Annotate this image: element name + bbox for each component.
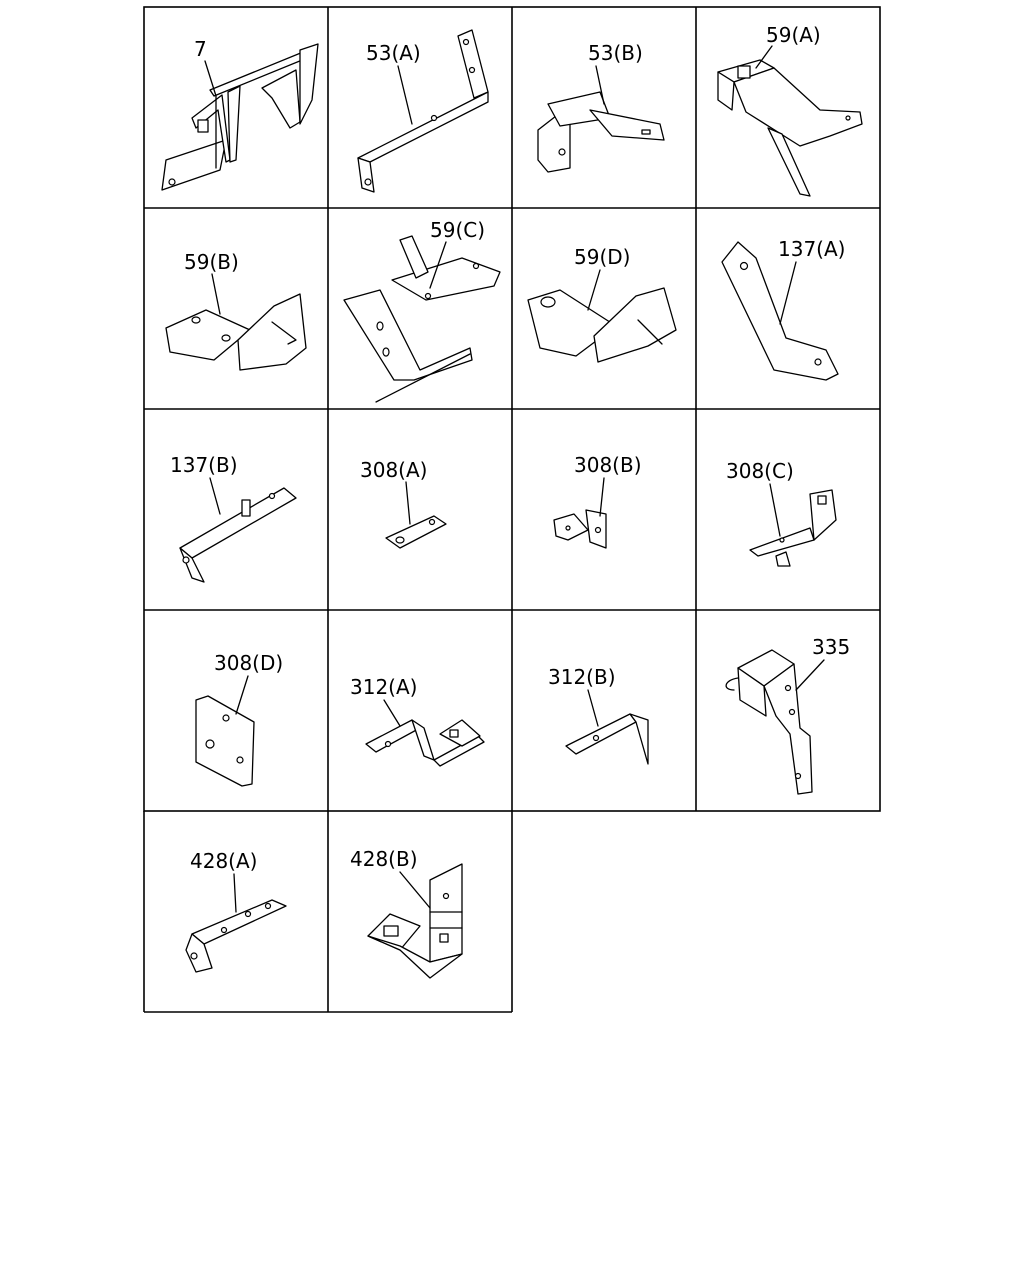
part-308d-drawing [195, 695, 255, 787]
part-59b-cell: 59(B) [165, 250, 307, 371]
part-308d-leader [235, 675, 249, 715]
part-137b-label: 137(B) [170, 453, 238, 477]
part-53b-label: 53(B) [588, 41, 643, 65]
part-428b-cell: 428(B) [350, 847, 463, 979]
part-53b-leader [595, 65, 605, 105]
part-428a-leader [233, 873, 237, 913]
part-59a-leader [755, 45, 773, 69]
part-59b-label: 59(B) [184, 250, 239, 274]
part-7-cell: 7 [161, 37, 319, 191]
part-308c-leader [769, 483, 781, 537]
part-59c-leader [429, 241, 447, 289]
part-137a-drawing [721, 241, 839, 381]
part-428a-label: 428(A) [190, 849, 257, 873]
part-428a-drawing [185, 899, 287, 973]
part-137a-cell: 137(A) [721, 237, 845, 381]
part-7-leader [204, 60, 217, 97]
part-59d-label: 59(D) [574, 245, 630, 269]
part-53b-cell: 53(B) [537, 41, 665, 173]
part-308c-label: 308(C) [726, 459, 794, 483]
part-312b-label: 312(B) [548, 665, 616, 689]
part-59c-drawing [343, 235, 501, 403]
part-59d-leader [587, 269, 601, 311]
part-59a-drawing [717, 59, 863, 197]
part-428b-drawing [367, 863, 463, 979]
part-59a-cell: 59(A) [717, 23, 863, 197]
part-53b-drawing [537, 91, 665, 173]
part-59d-cell: 59(D) [527, 245, 677, 363]
part-308b-leader [599, 477, 605, 517]
part-312b-drawing [565, 713, 649, 765]
part-137a-label: 137(A) [778, 237, 845, 261]
part-137b-leader [209, 477, 221, 515]
part-308b-cell: 308(B) [553, 453, 642, 549]
parts-grid [143, 6, 881, 1013]
part-335-cell: 335 [725, 635, 850, 795]
part-308b-drawing [553, 509, 607, 549]
part-335-drawing [725, 649, 813, 795]
part-59c-cell: 59(C) [343, 218, 501, 403]
part-59b-leader [211, 273, 221, 315]
part-335-label: 335 [812, 635, 850, 659]
part-59b-drawing [165, 293, 307, 371]
part-53a-leader [397, 65, 413, 125]
part-53a-label: 53(A) [366, 41, 421, 65]
part-308d-cell: 308(D) [195, 651, 283, 787]
part-59a-label: 59(A) [766, 23, 821, 47]
part-312a-cell: 312(A) [350, 675, 485, 767]
part-137b-cell: 137(B) [170, 453, 297, 583]
part-312a-drawing [365, 719, 485, 767]
part-308a-label: 308(A) [360, 458, 427, 482]
part-335-leader [795, 659, 825, 691]
part-53a-cell: 53(A) [357, 29, 489, 193]
part-53a-drawing [357, 29, 489, 193]
part-312b-cell: 312(B) [548, 665, 649, 765]
part-312b-leader [587, 689, 599, 727]
part-59c-label: 59(C) [430, 218, 485, 242]
part-59d-drawing [527, 287, 677, 363]
part-428b-label: 428(B) [350, 847, 418, 871]
part-308a-leader [405, 481, 411, 525]
part-428a-cell: 428(A) [185, 849, 287, 973]
part-7-label: 7 [194, 37, 207, 61]
part-308a-drawing [385, 515, 447, 549]
part-137b-drawing [179, 487, 297, 583]
part-308c-drawing [749, 489, 837, 567]
part-308d-label: 308(D) [214, 651, 283, 675]
part-7-drawing [161, 43, 319, 191]
part-312a-leader [383, 699, 401, 727]
part-137a-leader [779, 261, 797, 325]
part-308c-cell: 308(C) [726, 459, 837, 567]
part-308b-label: 308(B) [574, 453, 642, 477]
part-428b-leader [399, 871, 431, 909]
part-312a-label: 312(A) [350, 675, 417, 699]
part-308a-cell: 308(A) [360, 458, 447, 549]
